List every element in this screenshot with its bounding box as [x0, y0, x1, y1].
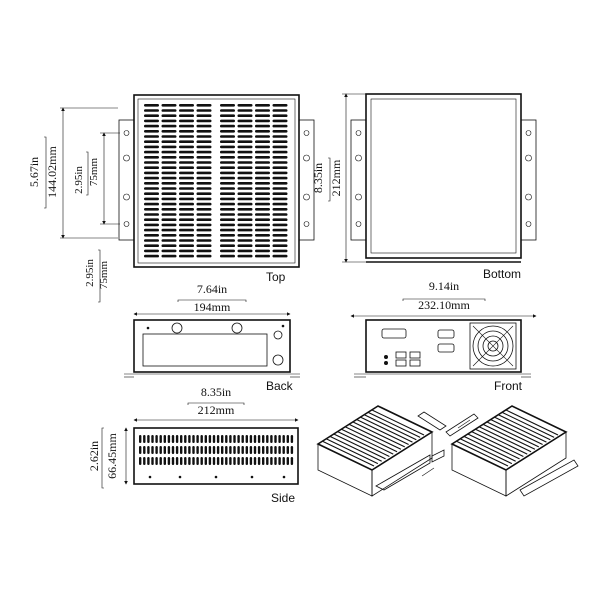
top-right-bracket	[298, 119, 315, 241]
top-vent-slots	[144, 104, 288, 258]
back-view: 7.64in 194mm Back	[124, 282, 300, 393]
back-label: Back	[266, 379, 294, 393]
top-gap-mm: 75mm	[98, 261, 110, 290]
side-vent-slots	[139, 435, 294, 465]
back-width-in: 7.64in	[197, 282, 227, 296]
back-view-body	[133, 319, 291, 373]
top-left-bracket	[118, 119, 135, 241]
top-gap-in: 2.95in	[84, 259, 96, 287]
bottom-right-bracket	[520, 119, 537, 241]
side-view-body	[133, 427, 299, 485]
isometric-view-right	[445, 405, 579, 497]
front-view: 9.14in 232.10mm Front	[350, 279, 537, 393]
bottom-label: Bottom	[483, 267, 521, 281]
isometric-view-left	[316, 405, 447, 497]
side-view: 8.35in 212mm 2.62in 66.45mm Side	[87, 385, 299, 505]
bottom-left-bracket	[350, 119, 367, 241]
side-height-mm: 66.45mm	[105, 433, 119, 479]
top-slot-mm: 75mm	[88, 158, 100, 187]
bottom-view-body	[365, 93, 522, 259]
bottom-height-in: 8.35in	[311, 163, 325, 193]
side-height-in: 2.62in	[87, 441, 101, 471]
front-width-in: 9.14in	[429, 279, 459, 293]
top-width-in: 5.67in	[27, 157, 41, 187]
top-label: Top	[266, 270, 286, 284]
top-view: 5.67in 144.02mm 2.95in 75mm 2.95in 75mm …	[27, 94, 315, 303]
front-width-mm: 232.10mm	[418, 298, 470, 312]
top-width-mm: 144.02mm	[45, 146, 59, 198]
fan-grille	[469, 322, 517, 370]
side-width-mm: 212mm	[198, 403, 235, 417]
side-width-in: 8.35in	[201, 385, 231, 399]
bottom-height-mm: 212mm	[329, 159, 343, 196]
front-view-body	[365, 319, 522, 373]
bottom-view: 8.35in 212mm Bottom	[311, 93, 537, 281]
back-width-mm: 194mm	[194, 300, 231, 314]
side-label: Side	[271, 491, 295, 505]
top-slot-in: 2.95in	[73, 166, 85, 194]
front-label: Front	[494, 379, 523, 393]
